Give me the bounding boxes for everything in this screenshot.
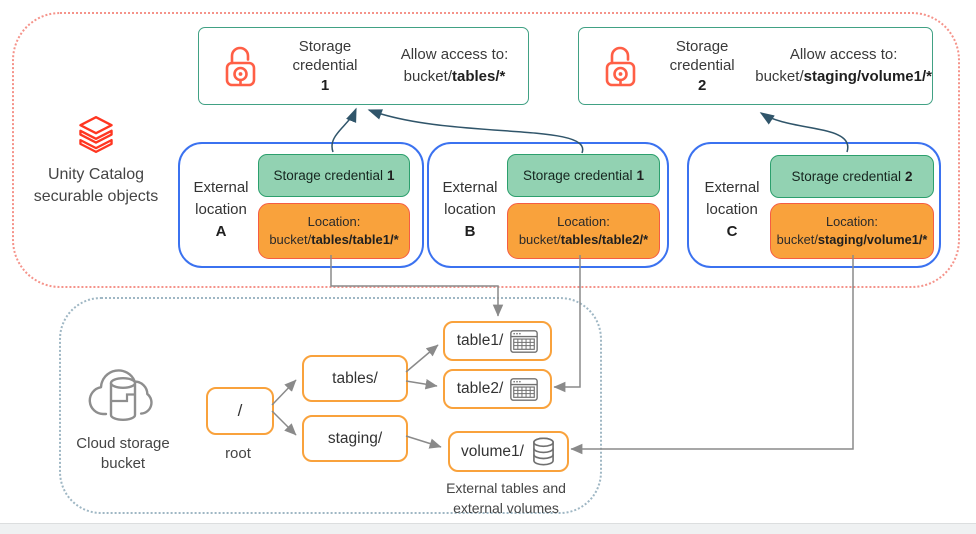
root-node: / xyxy=(206,387,274,435)
cloud-label-line1: Cloud storage xyxy=(76,435,170,452)
table2-node: table2/ xyxy=(443,369,552,409)
label-word1: External xyxy=(193,179,249,196)
label-word2: location xyxy=(706,200,758,218)
external-location-c-box: External location C Storage credential 2… xyxy=(687,142,941,268)
cloud-bucket-icon xyxy=(88,369,153,421)
storage-credential-1-box: Storage credential 1 Allow access to: bu… xyxy=(198,27,529,105)
unity-label-line2: securable objects xyxy=(33,188,159,206)
root-slash: / xyxy=(237,401,243,420)
location-b-path-chip: Location: bucket/tables/table2/* xyxy=(507,203,660,259)
staging-folder-node: staging/ xyxy=(302,415,408,462)
location-path: bucket/tables/table2/* xyxy=(518,232,649,247)
location-c-path-chip: Location: bucket/staging/volume1/* xyxy=(770,203,934,259)
label-word2: location xyxy=(444,200,496,218)
storage-credential-2-box: Storage credential 2 Allow access to: bu… xyxy=(578,27,933,105)
lock-icon xyxy=(605,46,636,87)
chip-number: 1 xyxy=(636,168,645,183)
label-word1: External xyxy=(442,179,498,196)
chip-number: 2 xyxy=(905,169,913,184)
root-caption: root xyxy=(225,445,251,462)
unity-zone-label: Unity Catalog securable objects xyxy=(12,164,180,209)
credential-1-allow: Allow access to: bucket/tables/* xyxy=(381,44,528,88)
location-label: Location: xyxy=(307,213,361,229)
external-location-a-label: External location A xyxy=(190,177,252,242)
credential-2-number: 2 xyxy=(697,76,707,94)
chip-text: Storage credential xyxy=(273,168,384,183)
external-location-a-box: External location A Storage credential 1… xyxy=(178,142,424,268)
allow-access-label: Allow access to: xyxy=(400,46,509,64)
label-word2: location xyxy=(195,200,247,218)
allow-access-label: Allow access to: xyxy=(789,46,898,64)
chip-text: Storage credential xyxy=(791,169,902,184)
location-b-credential-chip: Storage credential 1 xyxy=(507,154,660,197)
table-icon xyxy=(510,377,539,401)
cloud-label-line2: bucket xyxy=(100,455,146,473)
volume1-node: volume1/ xyxy=(448,431,569,472)
table-icon xyxy=(510,329,539,353)
location-path: bucket/staging/volume1/* xyxy=(776,232,928,247)
databricks-logo-icon xyxy=(79,116,113,154)
label-letter: C xyxy=(726,222,738,240)
location-label: Location: xyxy=(557,213,610,229)
credential-1-number: 1 xyxy=(320,76,330,94)
unity-label-line1: Unity Catalog xyxy=(47,166,145,183)
location-a-path-chip: Location: bucket/tables/table1/* xyxy=(258,203,410,259)
tables-folder-node: tables/ xyxy=(302,355,408,402)
credential-2-word1: Storage xyxy=(675,37,729,55)
credential-1-title: Storage credential 1 xyxy=(269,37,381,96)
table1-node: table1/ xyxy=(443,321,552,361)
caption-line1: External tables and xyxy=(446,480,566,496)
page-edge-band xyxy=(0,523,976,534)
chip-number: 1 xyxy=(387,168,395,183)
cloud-storage-label: Cloud storage bucket xyxy=(50,434,196,475)
leaf-text: table1/ xyxy=(456,332,504,349)
credential-1-word2: credential xyxy=(292,57,358,75)
credential-1-word1: Storage xyxy=(298,37,352,55)
external-location-c-label: External location C xyxy=(701,177,763,242)
credential-1-path: bucket/tables/* xyxy=(403,68,506,85)
external-location-b-label: External location B xyxy=(439,177,501,242)
credential-2-path: bucket/staging/volume1/* xyxy=(755,68,932,85)
folder-text: staging/ xyxy=(327,429,383,447)
label-letter: B xyxy=(464,222,476,240)
location-a-credential-chip: Storage credential 1 xyxy=(258,154,410,197)
label-letter: A xyxy=(215,222,227,240)
external-location-b-box: External location B Storage credential 1… xyxy=(427,142,669,268)
leaf-text: table2/ xyxy=(456,380,504,397)
leaf-text: volume1/ xyxy=(461,442,524,460)
credential-2-word2: credential xyxy=(669,57,735,75)
credential-2-allow: Allow access to: bucket/staging/volume1/… xyxy=(755,44,932,88)
volume-icon xyxy=(533,437,554,466)
location-label: Location: xyxy=(826,214,878,230)
chip-text: Storage credential xyxy=(522,168,633,183)
location-path: bucket/tables/table1/* xyxy=(269,232,399,247)
location-c-credential-chip: Storage credential 2 xyxy=(770,155,934,198)
label-word1: External xyxy=(704,179,760,196)
credential-2-title: Storage credential 2 xyxy=(649,37,755,96)
folder-text: tables/ xyxy=(332,369,378,387)
external-objects-caption: External tables and external volumes xyxy=(424,478,588,519)
lock-icon xyxy=(225,46,256,87)
caption-line2: external volumes xyxy=(453,500,559,517)
